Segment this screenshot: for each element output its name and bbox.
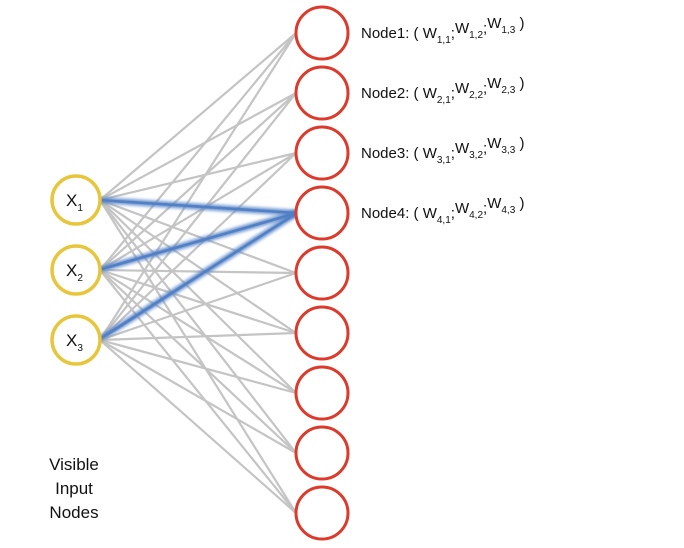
connection-line xyxy=(99,338,297,395)
hidden-node xyxy=(294,365,350,421)
connection-line xyxy=(99,198,297,275)
input-node-label: X3 xyxy=(66,331,83,354)
connection-line xyxy=(99,32,297,341)
connection-line xyxy=(99,339,297,454)
connection-line xyxy=(99,92,297,201)
input-node xyxy=(50,244,102,296)
hidden-node xyxy=(294,245,350,301)
connection-line xyxy=(99,152,297,271)
connection-line xyxy=(99,331,297,342)
hidden-node xyxy=(294,5,350,61)
highlighted-connection-core xyxy=(96,198,299,215)
connection-line xyxy=(99,339,297,514)
highlighted-connection-core xyxy=(96,211,299,342)
connection-line xyxy=(99,199,297,514)
connection-line xyxy=(99,32,297,271)
connection-line xyxy=(99,92,297,271)
hidden-node xyxy=(294,185,350,241)
node-weight-label: Node2: ( W2,1;W2,2;W2,3 ) xyxy=(361,75,524,106)
connection-line xyxy=(99,269,297,514)
node-weight-label: Node4: ( W4,1;W4,2;W4,3 ) xyxy=(361,195,524,226)
input-node-label: X1 xyxy=(66,191,83,214)
connection-line xyxy=(99,199,297,454)
hidden-node xyxy=(294,425,350,481)
input-node xyxy=(50,314,102,366)
hidden-nodes xyxy=(294,5,350,541)
connection-line xyxy=(99,269,297,394)
connection-line xyxy=(99,32,297,201)
highlighted-connections xyxy=(95,197,300,343)
connection-line xyxy=(99,199,297,334)
node-weight-label: Node3: ( W3,1;W3,2;W3,3 ) xyxy=(361,135,524,166)
hidden-node xyxy=(294,125,350,181)
connection-line xyxy=(99,151,297,202)
connection-line xyxy=(99,92,297,341)
highlighted-connection-core xyxy=(96,211,299,272)
hidden-node xyxy=(294,305,350,361)
node-weight-labels: Node1: ( W1,1;W1,2;W1,3 ) Node2: ( W2,1;W… xyxy=(361,15,524,226)
connection-line xyxy=(99,271,297,342)
input-node xyxy=(50,174,102,226)
hidden-node xyxy=(294,485,350,541)
hidden-node xyxy=(294,65,350,121)
connection-line xyxy=(99,152,297,341)
connection-line xyxy=(99,268,297,335)
node-weight-label: Node1: ( W1,1;W1,2;W1,3 ) xyxy=(361,15,524,46)
input-node-label: X2 xyxy=(66,261,83,284)
connection-line xyxy=(99,268,297,275)
